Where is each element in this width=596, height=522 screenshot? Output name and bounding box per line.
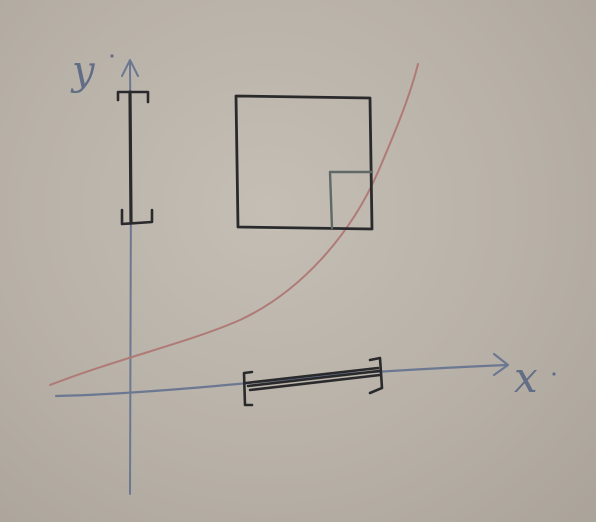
x-label-dot xyxy=(552,372,556,376)
y-label-dot xyxy=(110,54,114,58)
y-axis-label: y xyxy=(70,48,96,94)
y-interval-bottom-bracket xyxy=(120,208,154,226)
x-axis-label: x xyxy=(514,353,538,402)
x-axis-arrowhead xyxy=(492,352,510,377)
large-square xyxy=(234,94,374,231)
y-interval-bar xyxy=(128,90,133,224)
x-axis-line xyxy=(54,363,508,398)
y-interval-top-bracket xyxy=(116,90,150,104)
x-interval-bar xyxy=(244,366,382,392)
x-interval-left-bracket xyxy=(242,370,254,407)
increasing-curve xyxy=(49,63,419,386)
y-axis-arrowhead xyxy=(121,59,139,77)
x-interval-right-bracket xyxy=(368,356,384,395)
small-corner-square xyxy=(328,170,374,230)
